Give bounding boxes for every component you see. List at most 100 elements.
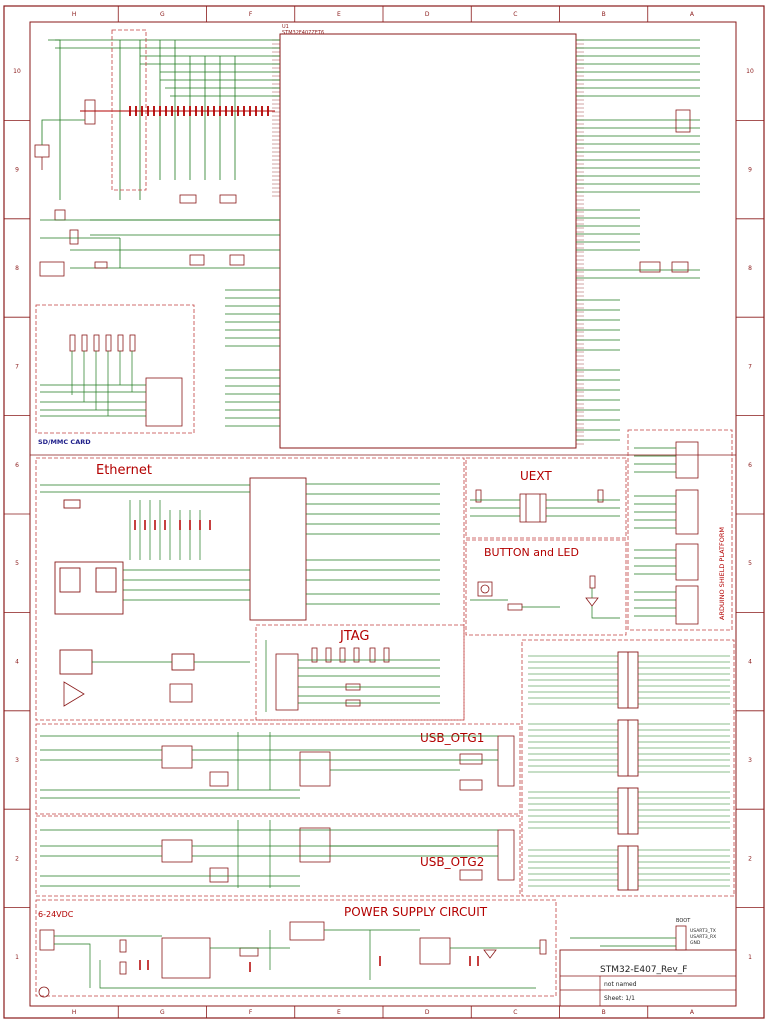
usb-otg1-wires [40, 732, 498, 799]
mcu-symbol: U1 STM32F407ZET6 [272, 24, 584, 449]
decoupling-capacitors [80, 106, 275, 116]
usb-otg1-parts [161, 735, 515, 791]
ethernet-phy-chip [249, 477, 307, 621]
frame-column-bottom-H: H [72, 1009, 77, 1016]
frame-row-left-7: 7 [15, 363, 19, 370]
frame-row-left-8: 8 [15, 265, 19, 272]
sheet-outer-border [3, 5, 765, 1019]
mcu-left-nets [70, 219, 280, 427]
battery-circuit [34, 99, 96, 245]
ethernet-clock-block [63, 681, 193, 707]
button-led-section-outline [465, 539, 627, 636]
title-block-sheet: Sheet: 1/1 [604, 995, 635, 1002]
frame-column-top-B: B [602, 11, 606, 18]
mcu-part-number: STM32F407ZET6 [282, 30, 324, 36]
sdmmc-pullups [69, 334, 183, 427]
jtag-wires [265, 640, 440, 712]
gpio-header-wires [528, 655, 730, 887]
frame-column-bottom-F: F [249, 1009, 253, 1016]
frame-column-top-A: A [690, 11, 695, 18]
frame-row-left-9: 9 [15, 167, 19, 174]
usb-otg2-section-title: USB_OTG2 [420, 855, 484, 869]
ethernet-phy [54, 477, 307, 675]
usb-otg2-connector [497, 829, 515, 881]
power-supply-section-outline [35, 899, 557, 997]
boot-header [675, 925, 687, 951]
ethernet-rj45-magjack [54, 561, 124, 615]
uext-section-outline [465, 457, 627, 539]
left-power-wires [40, 39, 280, 268]
usb-otg2-esd-protection [161, 839, 193, 863]
jtag-connector [275, 647, 390, 711]
power-supply-caps [139, 956, 479, 972]
frame-row-left-3: 3 [15, 757, 19, 764]
arduino-header-digital-low [675, 543, 699, 581]
frame-row-right-7: 7 [748, 363, 752, 370]
gpio-headers-section [521, 639, 735, 897]
frame-row-right-3: 3 [748, 757, 752, 764]
arduino-headers [675, 441, 699, 625]
frame-row-right-6: 6 [748, 462, 752, 469]
mcu-reference: U1 [282, 24, 289, 30]
frame-column-bottom-D: D [425, 1009, 430, 1016]
sdmmc-card-connector [145, 377, 183, 427]
uext-header [519, 493, 547, 523]
frame-row-right-10: 10 [746, 68, 754, 75]
frame-column-bottom-G: G [160, 1009, 165, 1016]
gpio-header-ext3 [617, 787, 639, 835]
sdmmc-section-title: SD/MMC CARD [38, 438, 91, 446]
boot-wires [570, 937, 676, 947]
arduino-section-outline [627, 429, 733, 631]
supply-input-range: 6-24VDC [38, 910, 74, 919]
sdmmc-wires [40, 351, 146, 417]
arduino-header-analog [675, 489, 699, 535]
boot-label: BOOT [676, 918, 691, 924]
usb-otg2-parts [161, 827, 515, 883]
uext-section-title: UEXT [520, 469, 552, 483]
ethernet-section-title: Ethernet [96, 463, 152, 478]
boot-uart-block: BOOT USART3_TX USART3_RX GND [570, 918, 716, 951]
title-block-outline [559, 949, 737, 1007]
usb-otg1-section-outline [35, 723, 521, 815]
ldo-regulator [419, 937, 451, 965]
usb-otg1-connector [497, 735, 515, 787]
frame-row-left-1: 1 [15, 954, 19, 961]
button-led-parts [477, 575, 599, 611]
title-block: STM32-E407_Rev_F not named Sheet: 1/1 [559, 949, 737, 1007]
mcu-right-nets [576, 39, 700, 441]
frame-row-right-1: 1 [748, 954, 752, 961]
arduino-header-power [675, 441, 699, 479]
frame-row-left-5: 5 [15, 560, 19, 567]
gpio-header-ext2 [617, 719, 639, 777]
vdda-filter-outline [111, 29, 147, 191]
jtag-section-title: JTAG [339, 629, 370, 644]
frame-column-bottom-E: E [337, 1009, 341, 1016]
usb-otg1-section-title: USB_OTG1 [420, 731, 484, 745]
user-button [477, 581, 493, 597]
dc-dc-converter [161, 937, 211, 979]
sdmmc-section-outline [35, 304, 195, 434]
power-supply-section-title: POWER SUPPLY CIRCUIT [344, 905, 488, 919]
usb-otg1-esd-protection [161, 745, 193, 769]
gpio-header-ext4 [617, 845, 639, 891]
frame-column-top-E: E [337, 11, 341, 18]
ethernet-wires [40, 483, 440, 663]
frame-row-right-9: 9 [748, 167, 752, 174]
title-block-title: STM32-E407_Rev_F [600, 965, 687, 975]
oscillator-circuit [39, 194, 245, 277]
gpio-header-ext1 [617, 651, 639, 709]
arduino-section-title: ARDUINO SHIELD PLATFORM [718, 527, 726, 620]
frame-column-bottom-A: A [690, 1009, 695, 1016]
frame-row-right-2: 2 [748, 855, 752, 862]
uart-rx-label: USART3_RX [690, 934, 716, 940]
frame-column-bottom-C: C [513, 1009, 517, 1016]
button-led-wires [470, 588, 620, 619]
frame-row-right-8: 8 [748, 265, 752, 272]
uext-wires [470, 499, 620, 517]
usb-otg2-power-switch [299, 827, 331, 863]
usb-otg1-power-switch [299, 751, 331, 787]
frame-row-left-4: 4 [15, 659, 19, 666]
button-led-section-title: BUTTON and LED [484, 546, 579, 559]
